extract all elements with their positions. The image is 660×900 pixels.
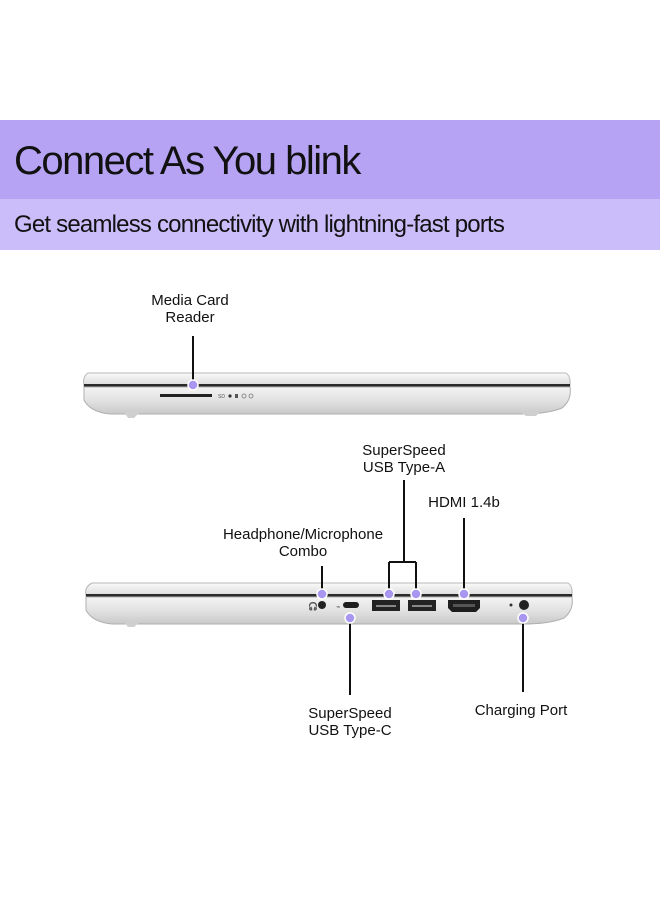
marker-usb-a-1 [383,588,395,600]
marker-usb-c [344,612,356,624]
callout-superspeed-usb-a: SuperSpeed USB Type-A [362,442,446,476]
subtitle-banner [0,199,660,250]
marker-charging [517,612,529,624]
usb-c-port [343,602,359,608]
headline: Connect As You blink [14,139,361,183]
callout-charging-port: Charging Port [474,702,568,719]
drive-led-icon [235,394,238,398]
sd-slot-label: SD [218,394,225,400]
charging-led-icon [509,603,513,607]
marker-headphone [316,588,328,600]
charging-port [519,600,529,610]
laptop-right-side-view: 🎧 ⌁ [85,582,573,627]
power-led-icon [228,394,232,398]
callout-hdmi: HDMI 1.4b [428,494,500,511]
marker-media-card [187,379,199,391]
headphone-jack [318,601,326,609]
subheadline: Get seamless connectivity with lightning… [14,211,505,238]
usb-icon: ⌁ [336,603,340,611]
callout-superspeed-usb-c: SuperSpeed USB Type-C [308,705,392,739]
title-banner [0,120,660,199]
callout-headphone-combo: Headphone/Microphone Combo [222,526,384,560]
headphone-icon: 🎧 [308,601,318,611]
sd-card-slot [160,394,212,397]
marker-hdmi [458,588,470,600]
callout-media-card-reader: Media Card Reader [151,292,229,326]
marker-usb-a-2 [410,588,422,600]
laptop-left-side-view: SD [83,372,571,418]
port-markers [187,379,529,624]
